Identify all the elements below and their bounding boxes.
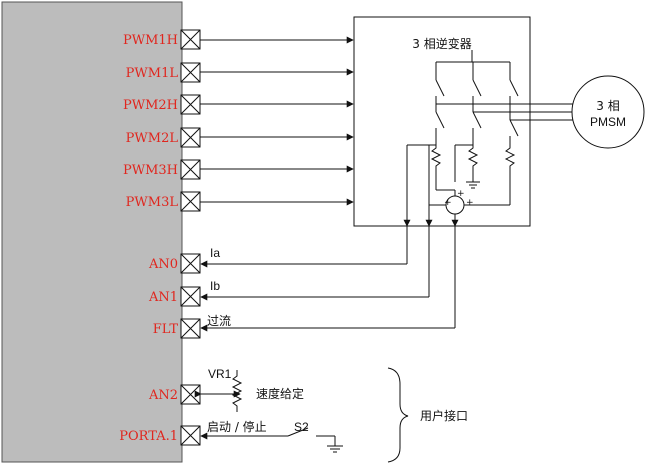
inverter-title: 3 相逆变器 — [412, 36, 471, 51]
motor-circle — [571, 75, 645, 149]
pin-label-pwm3h: PWM3H — [123, 163, 178, 178]
pin-label-pwm1l: PWM1L — [126, 66, 179, 81]
s2-switch — [200, 427, 343, 453]
user-interface-label: 用户接口 — [420, 408, 468, 423]
pin-pwm1l: PWM1L — [126, 62, 354, 83]
pin-an1: AN1 — [148, 286, 201, 307]
pin-an0: AN0 — [148, 253, 201, 274]
s2-label: S2 — [294, 420, 309, 434]
pin-label-pwm2h: PWM2H — [123, 98, 178, 113]
input-pin-group: AN0 AN1 FLT AN2 PORTA.1 — [119, 253, 201, 446]
shunt-resistor-3 — [504, 142, 516, 174]
ia-label: Ia — [210, 246, 220, 260]
user-interface-brace — [387, 367, 409, 463]
pin-label-pwm1h: PWM1H — [123, 33, 178, 48]
pin-pwm2l: PWM2L — [126, 127, 354, 148]
pin-label-porta1: PORTA.1 — [119, 429, 178, 444]
switch-upper-1 — [435, 79, 445, 97]
inverter-switches: + + + — [406, 50, 575, 215]
pin-label-flt: FLT — [153, 322, 179, 337]
svg-text:+: + — [466, 198, 474, 208]
overcurrent-label: 过流 — [207, 314, 231, 328]
pin-pwm1h: PWM1H — [123, 29, 354, 50]
mcu-block — [1, 1, 183, 463]
pin-label-an2: AN2 — [148, 388, 178, 403]
vr1-potentiometer — [194, 370, 243, 412]
start-stop-label: 启动 / 停止 — [207, 419, 267, 434]
shunt-resistor-1 — [430, 142, 442, 174]
ib-label: Ib — [210, 279, 220, 293]
pin-label-pwm3l: PWM3L — [126, 195, 179, 210]
motor-label-line1: 3 相 — [596, 99, 619, 113]
pin-pwm3l: PWM3L — [126, 191, 354, 212]
shunt-resistor-2 — [467, 142, 479, 176]
pin-label-an1: AN1 — [148, 290, 178, 305]
switch-upper-3 — [509, 79, 519, 97]
pin-pwm2h: PWM2H — [123, 94, 354, 115]
vr1-label: VR1 — [208, 367, 232, 381]
feedback-lines — [200, 205, 459, 332]
motor-label-line2: PMSM — [590, 115, 626, 129]
switch-lower-3 — [509, 119, 519, 137]
pin-pwm3h: PWM3H — [123, 159, 354, 180]
pin-flt: FLT — [153, 318, 201, 339]
pin-label-an0: AN0 — [148, 257, 178, 272]
pin-porta1: PORTA.1 — [119, 425, 201, 446]
svg-text:+: + — [457, 189, 465, 199]
switch-lower-1 — [435, 111, 445, 129]
switch-upper-2 — [472, 79, 482, 97]
speed-setting-label: 速度给定 — [256, 386, 304, 401]
pin-label-pwm2l: PWM2L — [126, 131, 179, 146]
pin-an2: AN2 — [148, 384, 201, 405]
svg-text:+: + — [444, 198, 452, 208]
pwm-pin-group: PWM1H PWM1L PWM2H PWM2L PWM3H — [123, 29, 354, 212]
inverter-block — [353, 16, 531, 227]
switch-lower-2 — [472, 111, 482, 129]
